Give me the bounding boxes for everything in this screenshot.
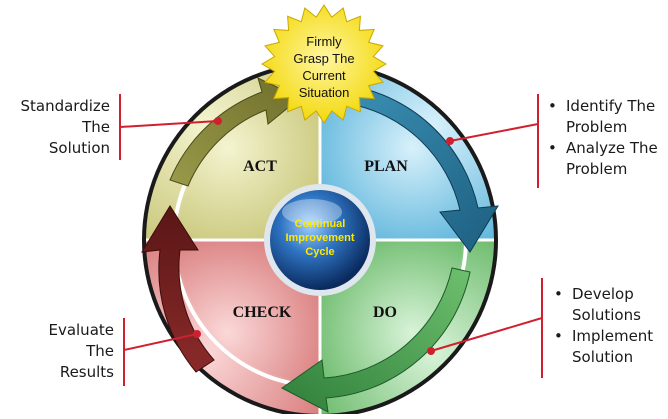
star-line-4: Situation [299,85,350,100]
check-label: CHECK [233,304,292,321]
do-label: DO [373,304,397,321]
center-line-3: Cycle [305,246,334,258]
center-orb [270,190,370,290]
act-callout-line-3: Solution [48,139,110,157]
do-callout: Develop Solutions Implement Solution [552,284,666,368]
check-callout-line-2: The [86,342,114,360]
do-to-check-arrow [281,267,471,413]
check-callout-line-1: Evaluate [48,321,114,339]
starburst-shape [261,4,387,124]
plan-callout-dot [446,137,454,145]
star-line-1: Firmly [306,34,342,49]
act-label: ACT [243,158,277,175]
act-callout: Standardize The Solution [6,96,110,159]
check-callout-line [123,333,198,351]
center-line-1: Continual [295,218,346,230]
plan-callout-line [449,123,539,142]
check-callout-dot [193,330,201,338]
plan-label: PLAN [364,158,408,175]
check-callout-line-3: Results [59,363,114,381]
do-callout-line [430,317,543,352]
star-line-2: Grasp The [293,51,354,66]
center-line-2: Improvement [285,232,354,244]
do-callout-item-2: Implement Solution [552,326,666,368]
do-callout-dot [427,347,435,355]
do-callout-item-1: Develop Solutions [552,284,666,326]
center-orb-highlight [282,199,342,225]
act-callout-line-1: Standardize [20,97,110,115]
act-callout-line-2: The [82,118,110,136]
plan-callout: Identify The Problem Analyze The Problem [546,96,666,180]
plan-callout-item-1: Identify The Problem [546,96,666,138]
starburst-badge: Firmly Grasp The Current Situation [261,4,387,124]
star-line-3: Current [302,68,346,83]
act-callout-dot [214,117,222,125]
callout-connectors [119,94,543,386]
plan-to-do-arrow [349,85,499,253]
check-callout: Evaluate The Results [10,320,114,383]
plan-callout-item-2: Analyze The Problem [546,138,666,180]
act-callout-line [119,120,219,128]
